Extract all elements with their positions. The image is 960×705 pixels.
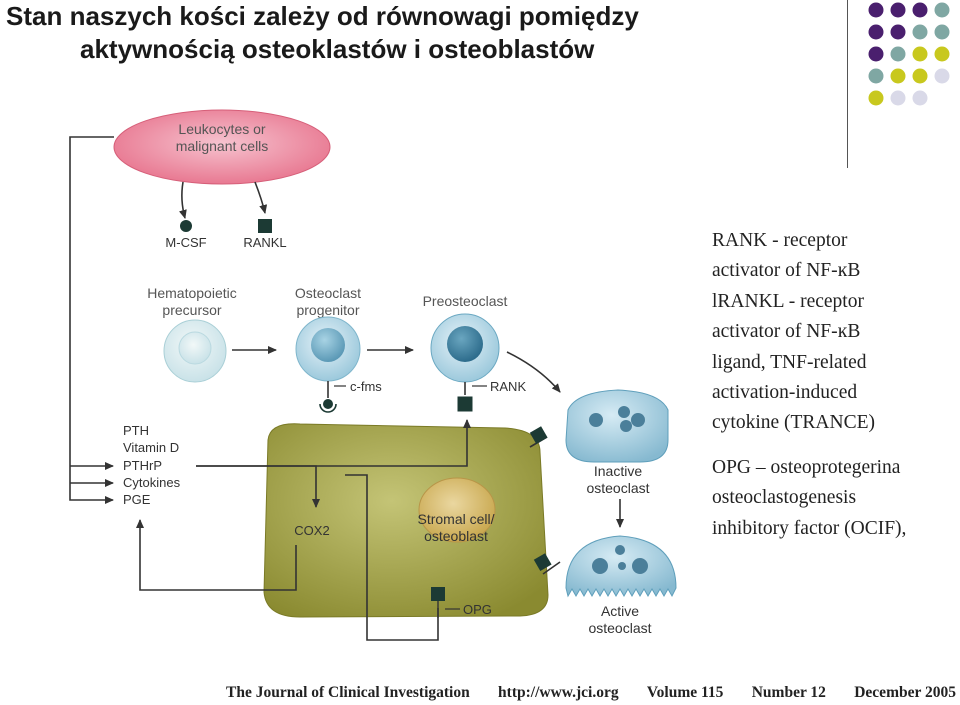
abbreviation-legend: RANK - receptor activator of NF-ĸB lRANK… [712, 226, 957, 544]
active-osteoclast-label-line-2: osteoclast [588, 620, 651, 636]
factor-cytokines: Cytokines [123, 475, 181, 490]
arrow-factors-to-rank [196, 419, 471, 467]
mcsf-label: M-CSF [165, 235, 206, 250]
decorative-dot [934, 2, 950, 18]
factor-pthrp: PTHrP [123, 458, 162, 473]
stromal-label-line-2: osteoblast [424, 528, 488, 544]
legend-rankl-line-3: ligand, TNF-related [712, 351, 867, 373]
decorative-dot [934, 24, 950, 40]
footer-date: December 2005 [854, 684, 956, 701]
cfms-ligand-marker [323, 399, 333, 409]
decorative-dot [890, 90, 906, 106]
decorative-dot [868, 2, 884, 18]
stromal-cell-osteoblast: Stromal cell/ osteoblast COX2 [263, 423, 549, 618]
preosteoclast-label: Preosteoclast [423, 293, 508, 309]
slide-title: Stan naszych kości zależy od równowagi p… [6, 0, 836, 66]
decorative-dot [868, 24, 884, 40]
stromal-rankl-link-lower [542, 561, 561, 575]
legend-opg-line-2: osteoclastogenesis [712, 487, 857, 509]
factor-vitamin-d: Vitamin D [123, 440, 179, 455]
inactive-osteoclast-label-line-1: Inactive [594, 463, 642, 479]
factor-pth: PTH [123, 423, 149, 438]
hematopoietic-precursor-cell [163, 319, 227, 383]
footer-url: http://www.jci.org [498, 684, 619, 701]
osteoclast-progenitor-cell [295, 316, 361, 382]
rank-receptor-marker [457, 396, 473, 412]
factor-pge: PGE [123, 492, 151, 507]
legend-rankl-line-5: cytokine (TRANCE) [712, 412, 876, 434]
arrow-stromal-to-opg [345, 474, 439, 641]
arrow-preosteoclast-to-inactive [506, 351, 561, 393]
rankl-marker [258, 219, 272, 233]
decorative-dot [912, 90, 928, 106]
legend-rankl-line-2: activator of NF-ĸB [712, 321, 861, 343]
legend-rank-line-2: activator of NF-ĸB [712, 260, 861, 282]
footer-volume: Volume 115 [646, 684, 724, 701]
decorative-dot [890, 68, 906, 84]
legend-opg-line-1: OPG – osteoprotegerina [712, 456, 901, 478]
rankl-label: RANKL [243, 235, 286, 250]
decorative-dot [912, 24, 928, 40]
regulating-factors-list: PTH Vitamin D PTHrP Cytokines PGE [123, 423, 181, 507]
active-osteoclast-cell [565, 535, 677, 598]
leukocytes-cell: Leukocytes or malignant cells [113, 109, 331, 185]
decorative-dot [912, 68, 928, 84]
decorative-dot [868, 46, 884, 62]
mcsf-marker [180, 220, 192, 232]
decorative-dot-grid [868, 2, 950, 106]
stromal-label-line-1: Stromal cell/ [417, 511, 494, 527]
decorative-dot [890, 24, 906, 40]
decorative-dot [890, 46, 906, 62]
legend-rankl-line-1: lRANKL - receptor [712, 290, 864, 312]
arrow-leukocyte-loop-to-pge [69, 136, 114, 504]
title-line-2: aktywnością osteoklastów i osteoblastów [80, 34, 595, 64]
hematopoietic-label-line-1: Hematopoietic [147, 285, 237, 301]
inactive-osteoclast-cell [565, 389, 669, 463]
legend-rankl-line-4: activation-induced [712, 382, 858, 404]
legend-rank-line-1: RANK - receptor [712, 230, 848, 251]
decorative-dot [912, 46, 928, 62]
cox2-label: COX2 [294, 523, 329, 538]
active-osteoclast-label-line-1: Active [601, 603, 639, 619]
preosteoclast-cell [430, 313, 500, 383]
decorative-divider-line [847, 0, 848, 168]
footer-number: Number 12 [751, 684, 826, 701]
decorative-dot [934, 68, 950, 84]
decorative-dot [890, 2, 906, 18]
leukocytes-label-line-1: Leukocytes or [178, 121, 265, 137]
inactive-osteoclast-label-line-2: osteoclast [586, 480, 649, 496]
stromal-rankl-marker-upper [529, 426, 548, 445]
decorative-dot [934, 46, 950, 62]
decorative-dot [868, 68, 884, 84]
opg-marker [431, 587, 445, 601]
stromal-rankl-marker-lower [533, 553, 552, 572]
decorative-dot [868, 90, 884, 106]
arrow-leukocytes-to-mcsf [179, 181, 187, 219]
arrow-cox2-to-pge [136, 519, 297, 591]
decorative-dot [912, 2, 928, 18]
progenitor-label-line-1: Osteoclast [295, 285, 361, 301]
source-footer: The Journal of Clinical Investigation ht… [226, 684, 956, 702]
leukocytes-label-line-2: malignant cells [176, 138, 269, 154]
title-line-1: Stan naszych kości zależy od równowagi p… [6, 1, 639, 31]
cfms-label: c-fms [350, 379, 382, 394]
footer-journal: The Journal of Clinical Investigation [226, 684, 470, 701]
opg-label: OPG [463, 602, 492, 617]
cfms-receptor-cup [319, 403, 337, 413]
progenitor-label-line-2: progenitor [296, 302, 359, 318]
rank-label: RANK [490, 379, 526, 394]
legend-opg-line-3: inhibitory factor (OCIF), [712, 517, 907, 539]
arrow-leukocytes-to-rankl [254, 181, 268, 214]
hematopoietic-label-line-2: precursor [162, 302, 221, 318]
